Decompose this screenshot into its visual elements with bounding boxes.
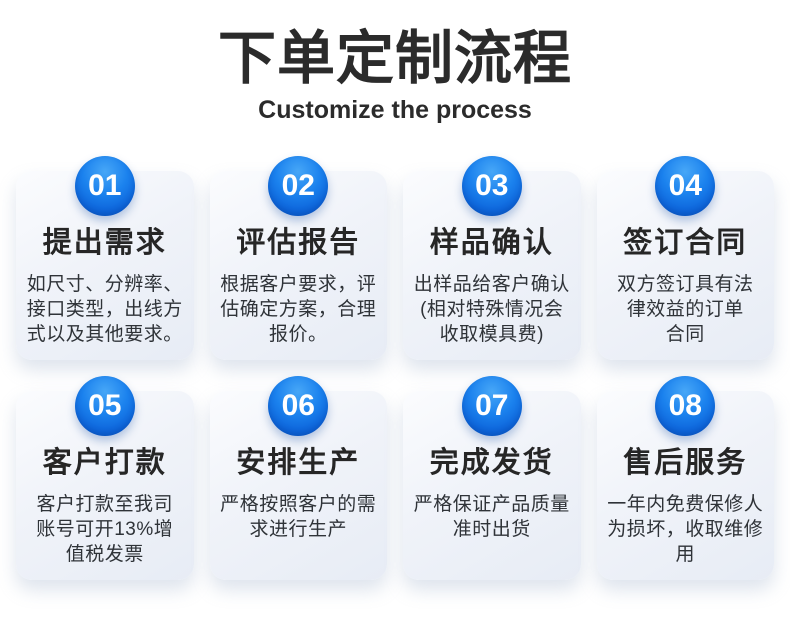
step-card-01: 01 提出需求 如尺寸、分辨率、 接口类型，出线方 式以及其他要求。 bbox=[16, 156, 194, 361]
step-description: 严格保证产品质量 准时出货 bbox=[413, 494, 570, 541]
step-card-08: 08 售后服务 一年内免费保修人 为损坏，收取维修 用 bbox=[596, 376, 774, 581]
page-title: 下单定制流程 bbox=[217, 26, 572, 91]
step-title: 提出需求 bbox=[42, 227, 167, 260]
steps-grid: 01 提出需求 如尺寸、分辨率、 接口类型，出线方 式以及其他要求。 02 评估… bbox=[16, 156, 774, 581]
step-title: 客户打款 bbox=[42, 447, 167, 480]
step-number-badge: 04 bbox=[655, 156, 716, 217]
step-number-badge: 05 bbox=[74, 376, 135, 437]
step-title: 签订合同 bbox=[623, 227, 748, 260]
step-description: 严格按照客户的需 求进行生产 bbox=[220, 494, 377, 541]
step-card-02: 02 评估报告 根据客户要求，评 估确定方案，合理 报价。 bbox=[209, 156, 387, 361]
step-number-badge: 08 bbox=[655, 376, 716, 437]
header: 下单定制流程 Customize the process bbox=[0, 0, 790, 126]
step-card-05: 05 客户打款 客户打款至我司 账号可开13%增 值税发票 bbox=[16, 376, 194, 581]
step-title: 样品确认 bbox=[429, 227, 554, 260]
step-title: 安排生产 bbox=[236, 447, 361, 480]
step-card-04: 04 签订合同 双方签订具有法 律效益的订单 合同 bbox=[596, 156, 774, 361]
step-description: 出样品给客户确认 (相对特殊情况会 收取模具费) bbox=[413, 274, 570, 346]
step-number-badge: 02 bbox=[268, 156, 329, 217]
step-card-06: 06 安排生产 严格按照客户的需 求进行生产 bbox=[209, 376, 387, 581]
step-description: 一年内免费保修人 为损坏，收取维修 用 bbox=[607, 494, 764, 566]
step-description: 双方签订具有法 律效益的订单 合同 bbox=[616, 274, 754, 346]
step-card-03: 03 样品确认 出样品给客户确认 (相对特殊情况会 收取模具费) bbox=[403, 156, 581, 361]
step-description: 根据客户要求，评 估确定方案，合理 报价。 bbox=[220, 274, 377, 346]
step-number-badge: 06 bbox=[268, 376, 329, 437]
step-number-badge: 03 bbox=[461, 156, 522, 217]
page-subtitle: Customize the process bbox=[258, 95, 532, 124]
step-card-07: 07 完成发货 严格保证产品质量 准时出货 bbox=[403, 376, 581, 581]
step-description: 客户打款至我司 账号可开13%增 值税发票 bbox=[36, 494, 174, 566]
step-number-badge: 07 bbox=[461, 376, 522, 437]
step-number-badge: 01 bbox=[74, 156, 135, 217]
step-title: 完成发货 bbox=[429, 447, 554, 480]
step-title: 售后服务 bbox=[623, 447, 748, 480]
step-description: 如尺寸、分辨率、 接口类型，出线方 式以及其他要求。 bbox=[26, 274, 183, 346]
step-title: 评估报告 bbox=[236, 227, 361, 260]
